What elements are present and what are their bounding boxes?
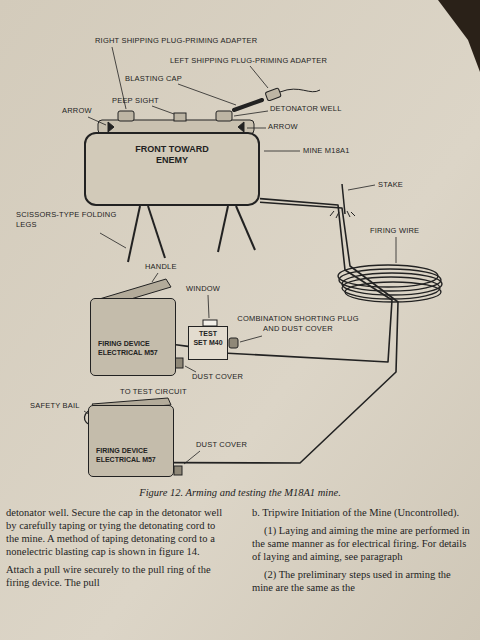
arrow-mark xyxy=(108,122,114,132)
box-text: FIRING DEVICE ELECTRICAL M57 xyxy=(98,339,162,357)
part-label: SCISSORS-TYPE FOLDING LEGS xyxy=(16,210,128,230)
dust-cover xyxy=(175,358,183,368)
part-label: ARROW xyxy=(62,106,92,116)
wire-path xyxy=(174,202,398,463)
leader-line xyxy=(264,151,300,152)
part-label: ARROW xyxy=(268,122,298,132)
leader-line xyxy=(240,336,262,342)
dust-cover xyxy=(174,466,182,475)
part-label: MINE M18A1 xyxy=(303,146,350,156)
box-text: TEST SET M40 xyxy=(193,330,223,347)
part-label: BLASTING CAP xyxy=(125,74,182,84)
body-text: (2) The preliminary steps used in arming… xyxy=(252,568,474,594)
part-label: COMBINATION SHORTING PLUG AND DUST COVER xyxy=(232,314,364,334)
coil-loop xyxy=(342,273,442,295)
part-label: WINDOW xyxy=(186,284,220,294)
right-adapter xyxy=(118,111,134,121)
leader-line xyxy=(88,117,106,125)
firing-wire xyxy=(228,199,392,362)
detonator-well xyxy=(216,111,232,121)
figure-caption: Figure 12. Arming and testing the M18A1 … xyxy=(0,486,480,499)
leader-line xyxy=(250,66,268,88)
test-set: TEST SET M40 xyxy=(188,326,228,360)
part-label: DUST COVER xyxy=(192,372,243,382)
firing-wire xyxy=(176,345,188,347)
leader-line xyxy=(185,366,196,372)
firing-device: FIRING DEVICE ELECTRICAL M57 xyxy=(88,405,174,477)
body-text: b. Tripwire Initiation of the Mine (Unco… xyxy=(252,506,474,519)
body-text: Attach a pull wire securely to the pull … xyxy=(6,563,228,589)
body-text: (1) Laying and aiming the mine are perfo… xyxy=(252,524,474,563)
coil-loop xyxy=(342,277,440,299)
mine-body: FRONT TOWARD ENEMY xyxy=(84,132,260,206)
part-label: HANDLE xyxy=(145,262,177,272)
leader-line xyxy=(100,233,126,248)
left-adapter xyxy=(265,88,281,101)
leg xyxy=(148,206,165,258)
leader-line xyxy=(178,84,236,105)
leader-line xyxy=(247,128,266,129)
arrow-mark xyxy=(238,122,244,132)
folding-legs xyxy=(128,206,255,262)
firing-device: FIRING DEVICE ELECTRICAL M57 xyxy=(90,298,176,376)
leader-line xyxy=(152,106,174,114)
blasting-cap xyxy=(234,100,262,110)
box-text: FIRING DEVICE ELECTRICAL M57 xyxy=(96,446,160,464)
firing-wire xyxy=(174,202,398,463)
part-label: DUST COVER xyxy=(196,440,247,450)
part-label: LEFT SHIPPING PLUG-PRIMING ADAPTER xyxy=(170,56,327,66)
part-label: STAKE xyxy=(378,180,403,190)
leader-line xyxy=(348,185,375,190)
text-column: b. Tripwire Initiation of the Mine (Unco… xyxy=(252,506,474,599)
box-text: FRONT TOWARD ENEMY xyxy=(132,144,212,166)
wire-path xyxy=(176,345,188,347)
leg xyxy=(128,206,140,262)
part-label: TO TEST CIRCUIT xyxy=(120,387,187,397)
peep-sight xyxy=(174,113,186,121)
text-column: detonator well. Secure the cap in the de… xyxy=(6,506,228,594)
leader-line xyxy=(208,295,209,318)
part-label: DETONATOR WELL xyxy=(270,104,342,114)
shorting-plug xyxy=(229,338,238,348)
leader-line xyxy=(396,237,397,263)
leader-line xyxy=(234,111,268,116)
part-label: SAFETY BAIL xyxy=(30,401,80,411)
page-shadow xyxy=(438,0,480,72)
part-label: FIRING WIRE xyxy=(370,226,419,236)
wire-path xyxy=(228,199,392,362)
body-text: detonator well. Secure the cap in the de… xyxy=(6,506,228,558)
cap-lead xyxy=(280,89,320,92)
part-label: RIGHT SHIPPING PLUG-PRIMING ADAPTER xyxy=(95,36,257,46)
leader-line xyxy=(152,273,158,282)
leg xyxy=(236,206,255,250)
leg xyxy=(218,206,228,252)
part-label: PEEP SIGHT xyxy=(112,96,159,106)
